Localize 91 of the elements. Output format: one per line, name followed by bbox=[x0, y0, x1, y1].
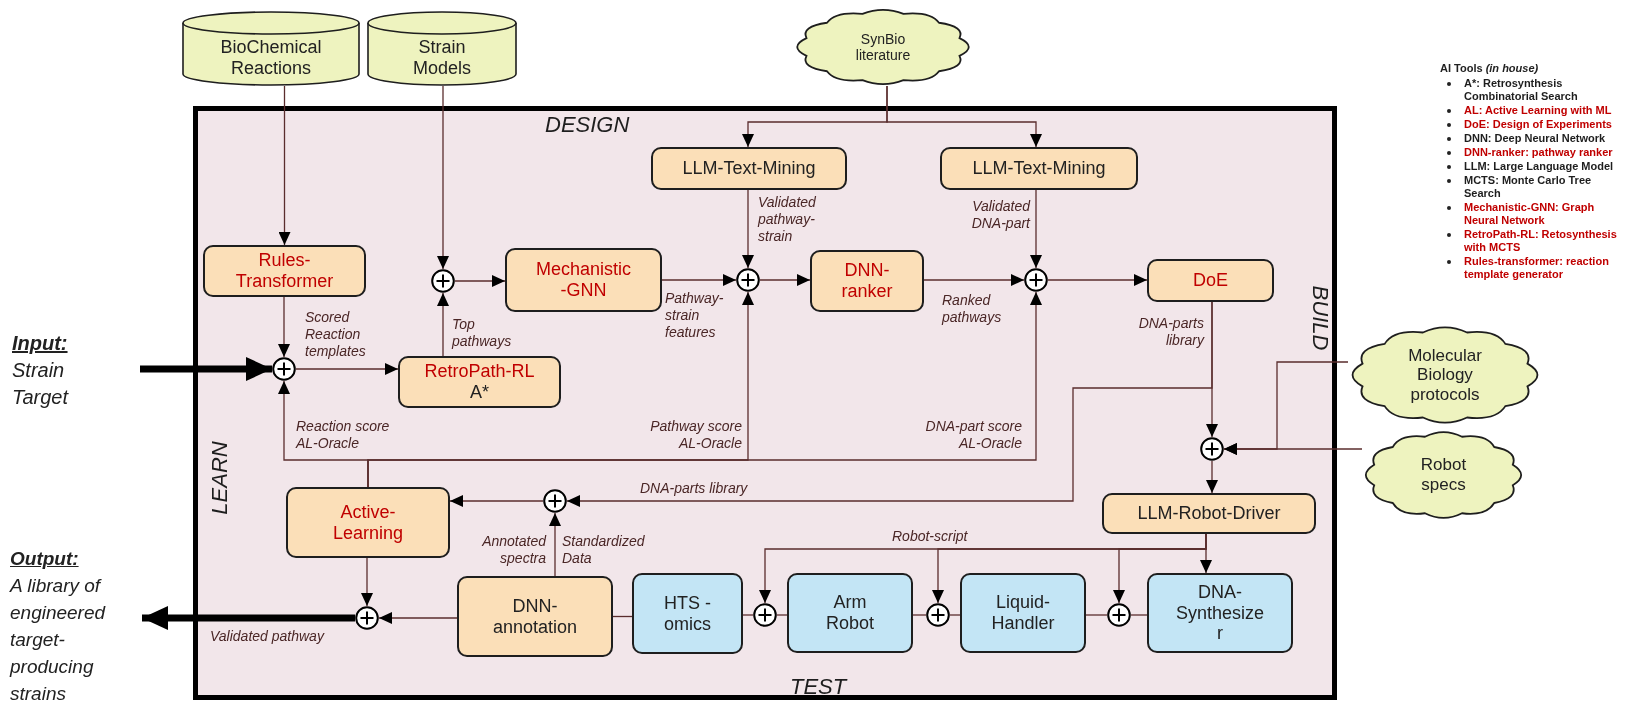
source-cloud bbox=[1362, 430, 1525, 520]
edge-label: Robot-script bbox=[892, 528, 968, 545]
tool-definition: MCTS: Monte Carlo Tree Search bbox=[1464, 174, 1592, 199]
arrow bbox=[1223, 443, 1363, 455]
node-label: A* bbox=[470, 382, 489, 403]
node-label: SynBio literature bbox=[854, 30, 912, 64]
source-cloud bbox=[793, 8, 973, 86]
equipment-box bbox=[787, 573, 913, 653]
node-label: DNA-Synthesize r bbox=[1174, 581, 1266, 645]
io-heading: Input: bbox=[12, 331, 68, 356]
process-box bbox=[810, 250, 924, 312]
arrow bbox=[454, 275, 506, 287]
arrow bbox=[278, 85, 291, 246]
arrow bbox=[759, 274, 811, 286]
connector-line bbox=[912, 614, 927, 616]
arrow bbox=[1030, 189, 1042, 269]
phase-label: BUILD bbox=[1307, 285, 1333, 351]
arrow bbox=[278, 296, 290, 358]
process-box bbox=[651, 147, 847, 190]
node-label: Active-Learning bbox=[331, 501, 405, 544]
arrow bbox=[361, 557, 373, 607]
arrow bbox=[1206, 460, 1218, 494]
node-label: Strain Models bbox=[412, 36, 472, 79]
node-label: DoE bbox=[1193, 270, 1228, 291]
io-description: A library of engineered target-producing strains bbox=[10, 574, 107, 706]
connector-line bbox=[612, 615, 633, 618]
node-label: RetroPath-RL bbox=[424, 361, 535, 382]
arrow bbox=[437, 85, 449, 270]
arrow bbox=[1047, 274, 1148, 286]
connector-line bbox=[742, 614, 754, 616]
equipment-box bbox=[632, 573, 743, 654]
arrow bbox=[295, 363, 399, 375]
phase-label: TEST bbox=[790, 674, 847, 700]
node-label: DNN-ranker bbox=[840, 260, 894, 302]
arrow bbox=[1200, 533, 1212, 574]
process-box bbox=[398, 356, 561, 408]
process-box bbox=[286, 487, 450, 558]
process-box bbox=[457, 576, 613, 657]
node-label: HTS -omics bbox=[663, 592, 712, 635]
phase-label: DESIGN bbox=[545, 112, 630, 138]
tool-definition: LLM: Large Language Model bbox=[1464, 160, 1614, 172]
thick-arrow bbox=[142, 606, 355, 630]
process-box bbox=[1147, 259, 1274, 302]
node-label: LLM-Text-Mining bbox=[972, 158, 1106, 179]
tool-definition: AL: Active Learning with ML bbox=[1464, 104, 1612, 116]
arrow bbox=[367, 291, 1042, 488]
arrow bbox=[923, 274, 1025, 286]
process-box bbox=[1102, 493, 1316, 534]
tool-definition: DNN-ranker: pathway ranker bbox=[1464, 146, 1613, 158]
node-label: Robot specs bbox=[1419, 455, 1468, 495]
tools-list-title: AI Tools (in house) bbox=[1440, 62, 1540, 75]
thick-arrow bbox=[140, 357, 272, 381]
connector-line bbox=[776, 614, 788, 616]
arrow bbox=[378, 612, 458, 624]
process-box bbox=[505, 248, 662, 312]
connector-line bbox=[1130, 614, 1148, 616]
node-label: Molecular Biology protocols bbox=[1407, 345, 1483, 405]
arrow bbox=[449, 495, 544, 507]
equipment-box bbox=[1147, 573, 1293, 653]
tool-definition: RetroPath-RL: Retosynthesis with MCTS bbox=[1464, 228, 1617, 253]
tool-definition: DNN: Deep Neural Network bbox=[1464, 132, 1606, 144]
arrow bbox=[742, 189, 754, 269]
arrow bbox=[886, 85, 1042, 148]
database-cylinder bbox=[367, 11, 517, 86]
node-label: Arm Robot bbox=[824, 592, 875, 634]
io-description: Strain Target bbox=[12, 358, 70, 410]
tool-definition: DoE: Design of Experiments bbox=[1464, 118, 1612, 130]
io-heading: Output: bbox=[10, 547, 79, 571]
node-label: BioChemical Reactions bbox=[219, 36, 323, 79]
node-label: DNN-annotation bbox=[491, 595, 579, 638]
tool-definition: A*: Retrosynthesis Combinatorial Search bbox=[1464, 77, 1578, 102]
edge-label: Validated pathway bbox=[210, 628, 324, 645]
arrow bbox=[661, 274, 737, 286]
node-label: Rules-Transformer bbox=[234, 250, 335, 292]
arrow bbox=[549, 512, 561, 577]
node-label: Mechanistic -GNN bbox=[534, 259, 632, 301]
arrow bbox=[437, 292, 449, 357]
connector-line bbox=[1085, 614, 1108, 616]
process-box bbox=[940, 147, 1138, 190]
node-label: Liquid-Handler bbox=[990, 592, 1056, 634]
tool-definition: Mechanistic-GNN: Graph Neural Network bbox=[1464, 201, 1595, 226]
tool-definition: Rules-transformer: reaction template generator bbox=[1464, 255, 1609, 280]
node-label: LLM-Text-Mining bbox=[682, 158, 816, 179]
database-cylinder bbox=[182, 11, 360, 86]
phase-label: LEARN bbox=[207, 441, 233, 515]
arrow bbox=[566, 301, 1213, 507]
node-label: LLM-Robot-Driver bbox=[1137, 503, 1281, 524]
connector-line bbox=[949, 614, 961, 616]
edge-label: DNA-parts library bbox=[640, 480, 748, 497]
equipment-box bbox=[960, 573, 1086, 653]
process-box bbox=[203, 245, 366, 297]
